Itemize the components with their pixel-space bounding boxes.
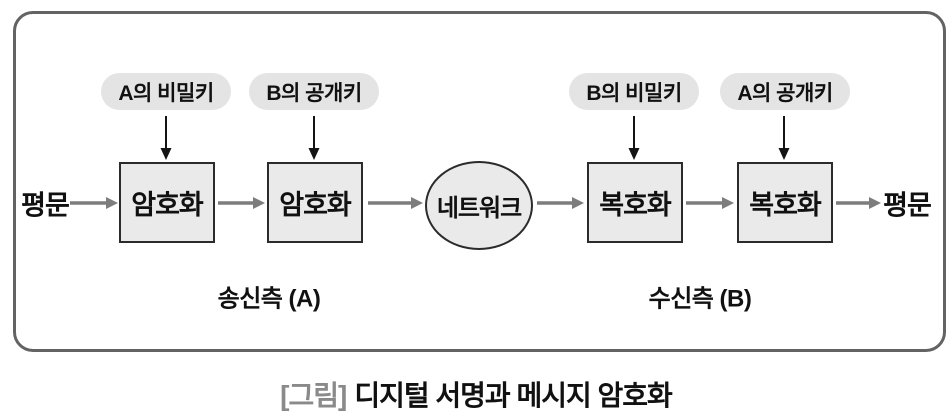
sender-side-label: 송신측 (A) <box>217 285 321 313</box>
key-pill-b-private: B의 비밀키 <box>569 73 699 110</box>
node-encrypt-1: 암호화 <box>119 162 215 243</box>
figure-caption-prefix: [그림] <box>280 380 347 411</box>
receiver-side-label: 수신측 (B) <box>648 285 752 313</box>
figure-caption: [그림]디지털 서명과 메시지 암호화 <box>0 374 952 414</box>
key-pill-b-public: B의 공개키 <box>249 73 379 110</box>
figure-caption-text: 디지털 서명과 메시지 암호화 <box>354 380 672 411</box>
key-pill-a-private: A의 비밀키 <box>101 73 231 110</box>
node-decrypt-2: 복호화 <box>737 162 833 243</box>
node-decrypt-1: 복호화 <box>587 162 683 243</box>
plaintext-input-label: 평문 <box>21 190 70 221</box>
node-encrypt-2: 암호화 <box>267 162 363 243</box>
node-network: 네트워크 <box>425 161 533 250</box>
key-pill-a-public: A의 공개키 <box>720 73 850 110</box>
plaintext-output-label: 평문 <box>883 190 932 221</box>
